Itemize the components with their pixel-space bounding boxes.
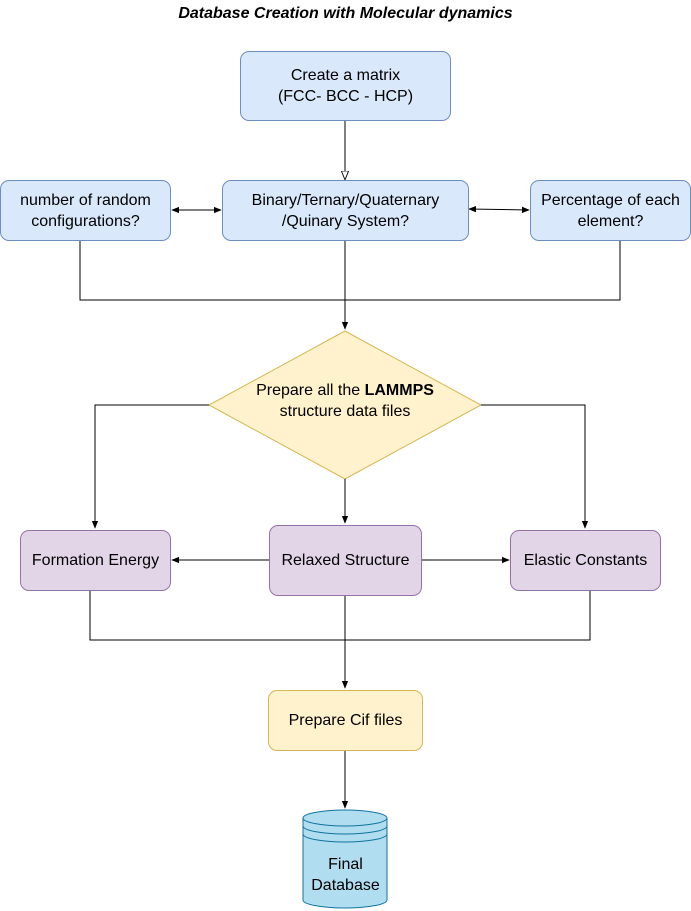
prepare-lammps-label: Prepare all the LAMMPS structure data fi… — [210, 380, 480, 422]
final-database-line1: Final — [328, 856, 363, 873]
elastic-constants-label: Elastic Constants — [523, 552, 648, 569]
create-matrix-line1: Create a matrix — [290, 67, 401, 84]
create-matrix-node: Create a matrix (FCC- BCC - HCP) — [240, 51, 451, 121]
random-configurations-line2: configurations? — [31, 212, 140, 230]
formation-energy-label: Formation Energy — [31, 552, 160, 569]
prepare-lammps-bold: LAMMPS — [364, 382, 434, 399]
edge-system-percentage — [468, 205, 530, 214]
final-database-line2: Database — [311, 877, 380, 894]
database-icon — [302, 809, 388, 909]
prepare-lammps-line1: Prepare all the LAMMPS — [256, 382, 434, 399]
random-configurations-line1: number of random — [20, 191, 151, 209]
system-line1: Binary/Ternary/Quaternary — [251, 191, 440, 209]
elastic-constants-node: Elastic Constants — [510, 530, 661, 591]
relaxed-structure-node: Relaxed Structure — [269, 525, 422, 596]
diagram-title: Database Creation with Molecular dynamic… — [178, 5, 513, 22]
prepare-lammps-line2: structure data files — [279, 403, 411, 420]
prepare-cif-label: Prepare Cif files — [288, 712, 403, 729]
relaxed-structure-label: Relaxed Structure — [281, 552, 410, 569]
edge-random-merge — [79, 240, 621, 301]
percentage-line2: element? — [577, 212, 644, 230]
create-matrix-line2: (FCC- BCC - HCP) — [277, 88, 414, 105]
system-line2: /Quinary System? — [281, 212, 410, 230]
random-configurations-node: number of random configurations? — [0, 180, 171, 241]
prepare-cif-node: Prepare Cif files — [268, 690, 423, 751]
formation-energy-node: Formation Energy — [20, 530, 171, 591]
percentage-node: Percentage of each element? — [530, 180, 691, 241]
edge-diamond-to-elastic — [481, 404, 589, 529]
final-database-label: Final Database — [303, 854, 388, 896]
edge-middle-merge — [89, 590, 591, 641]
edge-diamond-to-formation — [91, 404, 209, 529]
prepare-lammps-prefix: Prepare all the — [256, 382, 365, 399]
system-node: Binary/Ternary/Quaternary /Quinary Syste… — [222, 180, 469, 241]
percentage-line1: Percentage of each — [541, 191, 680, 209]
